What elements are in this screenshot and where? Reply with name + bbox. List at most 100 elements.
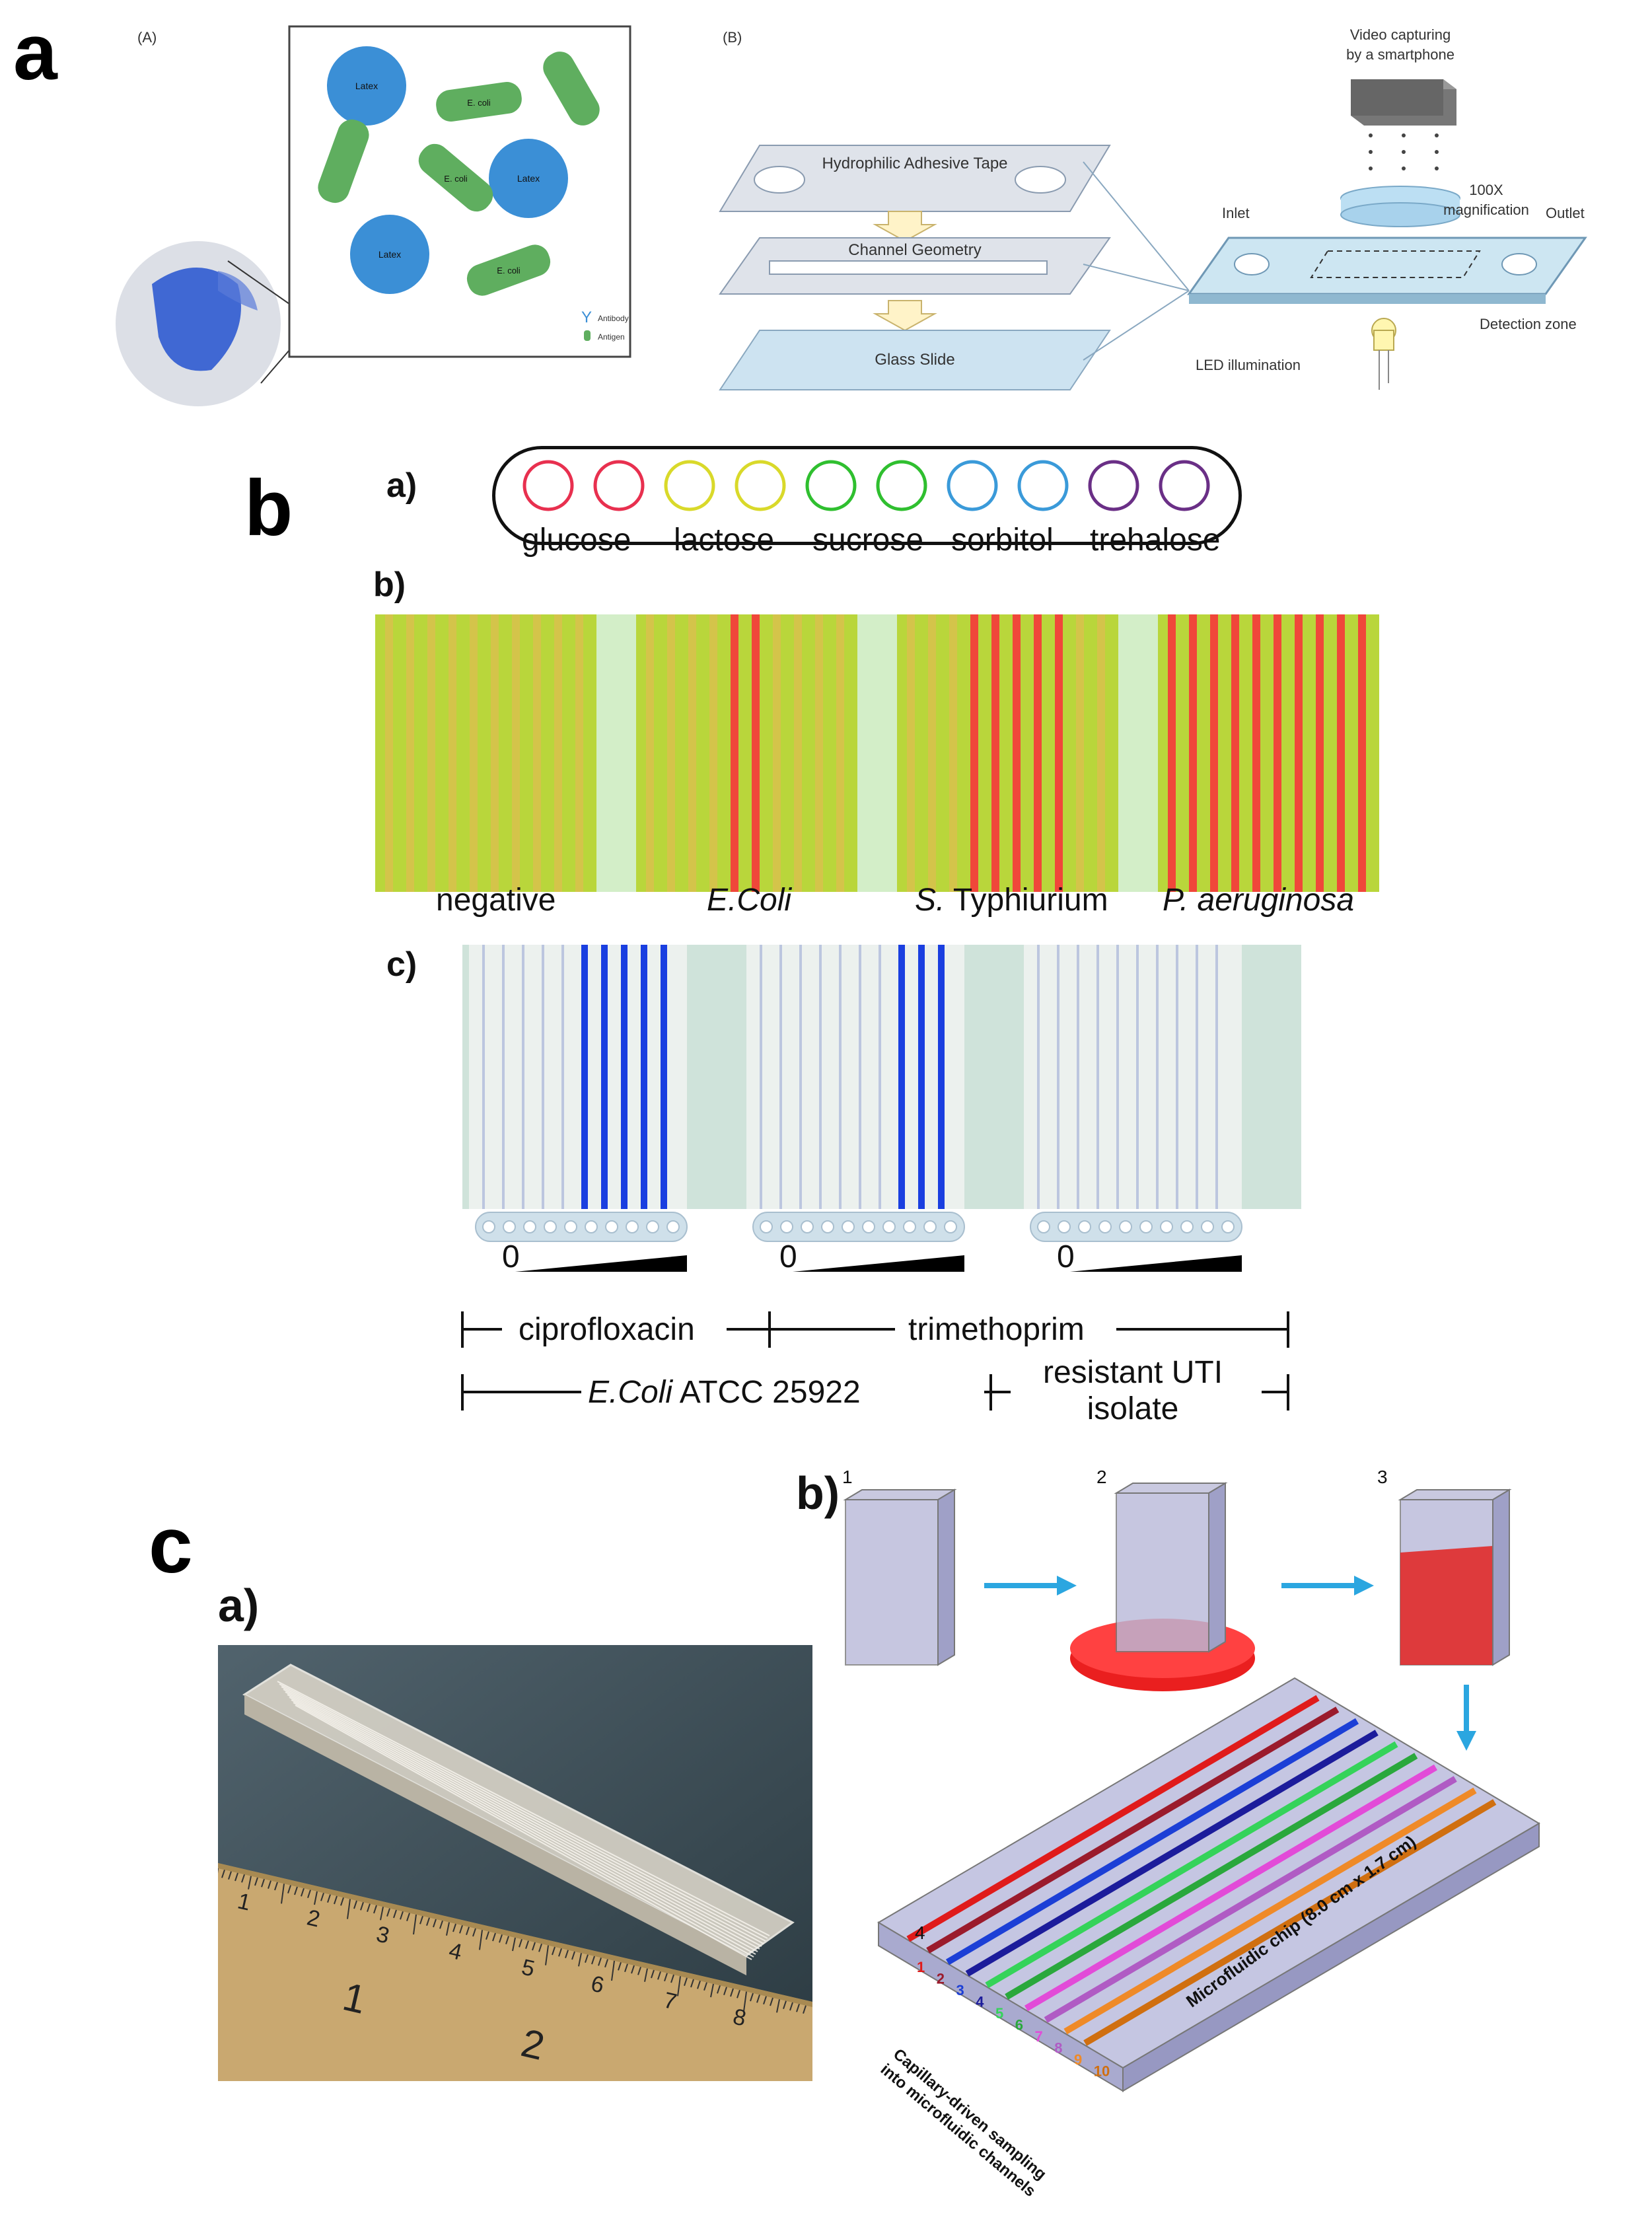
sugar-well-1	[522, 460, 574, 511]
sugar-glucose: glucose	[522, 523, 631, 558]
panel-a-diagram: Latex Latex Latex E. coli E. coli E. col…	[116, 25, 1587, 406]
ast-well-row	[1030, 1212, 1242, 1242]
channel-line	[1013, 614, 1021, 892]
ast-channel	[898, 945, 905, 1209]
ast-channel	[581, 945, 588, 1209]
channel-line	[427, 614, 435, 892]
channel-line	[449, 614, 456, 892]
latex-label-2: Latex	[517, 173, 540, 184]
chip-ruler-photo	[218, 1645, 812, 2081]
panel-a-sub-B: (B)	[723, 29, 742, 46]
ast-channel	[1136, 945, 1139, 1209]
channel-line	[1189, 614, 1197, 892]
sampler-step-3	[1398, 1488, 1512, 1666]
channel-number-6: 6	[1015, 2017, 1023, 2034]
channel-line	[575, 614, 583, 892]
chip-channel-5	[985, 1741, 1398, 1989]
ecoli-label-1: E. coli	[467, 98, 491, 108]
chip-channel-4	[965, 1730, 1379, 1977]
channel-line	[1210, 614, 1218, 892]
channel-line	[1252, 614, 1260, 892]
ast-channel	[661, 945, 667, 1209]
chip-channel-2	[926, 1706, 1340, 1954]
concentration-wedge	[793, 1255, 964, 1272]
video-label-1: Video capturing	[1350, 26, 1451, 43]
channel-line	[554, 614, 562, 892]
ast-channel	[542, 945, 544, 1209]
ast-channel	[819, 945, 822, 1209]
sugar-well-strip	[492, 446, 1242, 545]
channel-number-7: 7	[1035, 2028, 1043, 2045]
channel-line	[533, 614, 541, 892]
channel-line	[385, 614, 393, 892]
channel-line	[928, 614, 936, 892]
ast-channel	[1176, 945, 1178, 1209]
panel-c-sub-b: b)	[796, 1467, 840, 1519]
layer-label-glass: Glass Slide	[875, 351, 954, 369]
step-2-label: 2	[1096, 1467, 1107, 1487]
channel-line	[1231, 614, 1239, 892]
channel-line	[646, 614, 654, 892]
ast-channel	[779, 945, 782, 1209]
ast-well-row	[752, 1212, 965, 1242]
latex-label-1: Latex	[355, 81, 378, 91]
panel-b-sub-a: a)	[386, 466, 417, 505]
sugar-wells	[522, 460, 1210, 511]
channel-line	[991, 614, 999, 892]
channel-number-1: 1	[917, 1959, 925, 1975]
channel-number-3: 3	[956, 1982, 964, 1999]
step-4-label: 4	[915, 1923, 925, 1943]
chip-channel-1	[906, 1695, 1320, 1942]
step-1-label: 1	[842, 1467, 853, 1487]
ast-channel	[760, 945, 762, 1209]
inlet-label: Inlet	[1222, 205, 1250, 221]
channel-line	[1168, 614, 1176, 892]
organism-negative: negative	[436, 883, 556, 918]
ast-channel	[522, 945, 524, 1209]
channel-number-10: 10	[1094, 2063, 1110, 2080]
channel-line	[1097, 614, 1105, 892]
channel-number-2: 2	[937, 1971, 945, 1987]
panel-b-sub-b: b)	[373, 566, 406, 604]
ast-channel	[561, 945, 564, 1209]
chip-channel-8	[1044, 1776, 1457, 2023]
layer-stack	[719, 145, 1111, 390]
ast-channel	[1156, 945, 1159, 1209]
chip-channel-6	[1005, 1753, 1418, 2000]
legend-antigen: Antigen	[598, 332, 625, 342]
strain-ecoli-atcc: E.Coli ATCC 25922	[588, 1375, 861, 1410]
legend-antibody: Antibody	[598, 314, 629, 323]
organism-ecoli: E.Coli	[707, 883, 792, 918]
channel-line	[907, 614, 915, 892]
sugar-trehalose: trehalose	[1090, 523, 1221, 558]
ast-channel	[799, 945, 802, 1209]
sugar-well-10	[1159, 460, 1210, 511]
channel-line	[512, 614, 520, 892]
channel-line	[794, 614, 802, 892]
smartphone-camera	[1351, 79, 1443, 116]
outlet-label: Outlet	[1546, 205, 1585, 221]
channel-line	[406, 614, 414, 892]
ast-channel	[938, 945, 945, 1209]
ast-brackets	[461, 1311, 1289, 1411]
chip-channel-10	[1083, 1799, 1497, 2046]
step-3-label: 3	[1377, 1467, 1388, 1487]
ast-channel	[879, 945, 881, 1209]
channel-line	[970, 614, 978, 892]
channel-line	[815, 614, 823, 892]
layer-label-tape-1: Hydrophilic Adhesive Tape	[822, 155, 1007, 172]
channel-line	[1316, 614, 1324, 892]
ast-channel	[601, 945, 608, 1209]
ast-channel	[918, 945, 925, 1209]
organism-styphi: S. Typhiurium	[915, 883, 1108, 918]
detection-label: Detection zone	[1480, 316, 1577, 332]
channel-line	[667, 614, 675, 892]
sugar-sucrose: sucrose	[812, 523, 924, 558]
channel-line	[1274, 614, 1281, 892]
channel-line	[1076, 614, 1084, 892]
ecoli-rods	[318, 52, 600, 296]
channel-line	[1055, 614, 1063, 892]
svg-text:Y: Y	[581, 309, 592, 326]
sampler-step-1	[843, 1488, 957, 1666]
channel-number-9: 9	[1074, 2051, 1082, 2068]
